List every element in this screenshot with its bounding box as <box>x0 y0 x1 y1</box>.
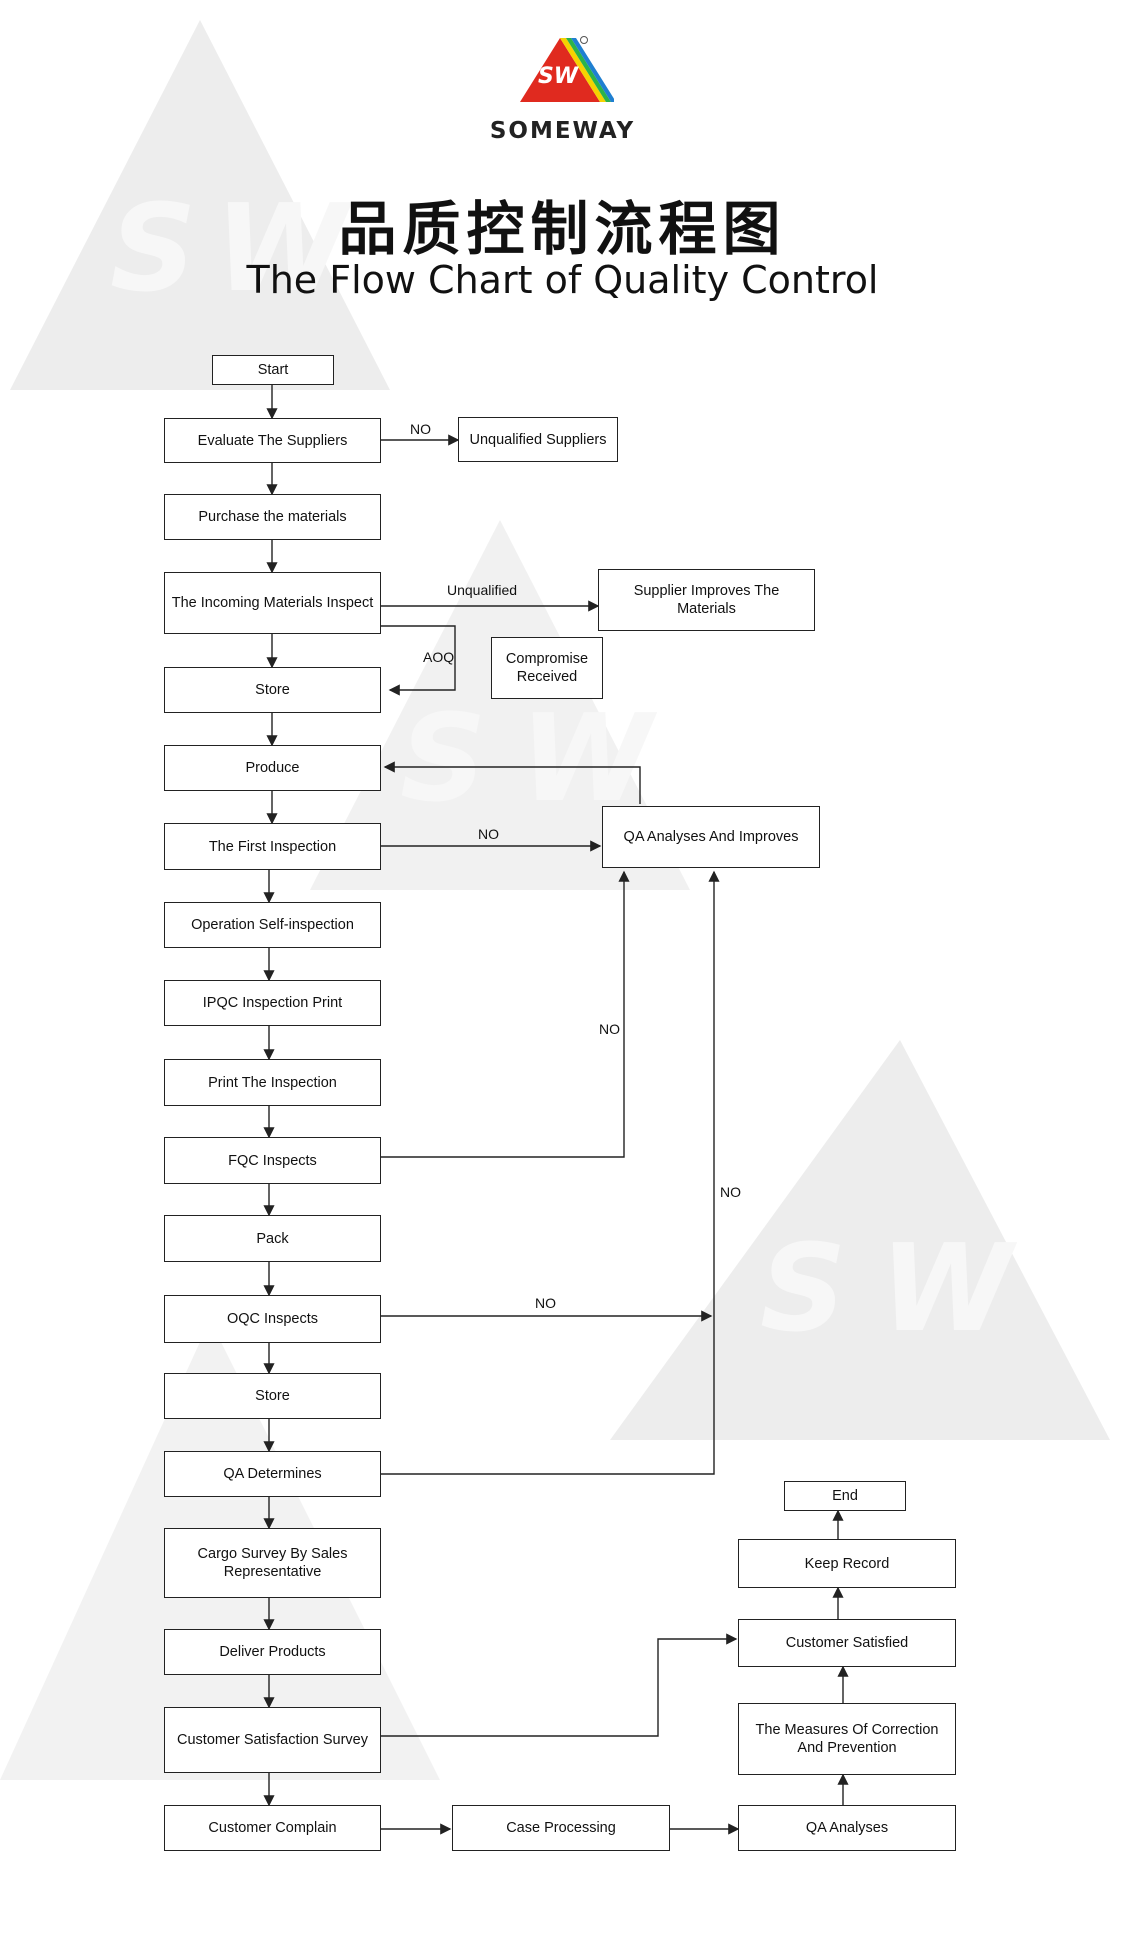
node-store-2: Store <box>164 1373 381 1419</box>
svg-text:S: S <box>110 180 196 319</box>
node-first-inspection: The First Inspection <box>164 823 381 870</box>
node-case-processing: Case Processing <box>452 1805 670 1851</box>
node-keep-record: Keep Record <box>738 1539 956 1588</box>
label-no-fqc: NO <box>599 1021 620 1037</box>
node-qa-analyses-improves: QA Analyses And Improves <box>602 806 820 868</box>
node-customer-complain: Customer Complain <box>164 1805 381 1851</box>
node-operation-self-inspection: Operation Self-inspection <box>164 902 381 948</box>
node-purchase-materials: Purchase the materials <box>164 494 381 540</box>
label-unqualified: Unqualified <box>447 582 518 598</box>
brand-name: SOMEWAY <box>489 118 636 144</box>
arrow-qa-determines-qa <box>381 870 720 1475</box>
label-no-oqc: NO <box>535 1295 556 1311</box>
node-store-1: Store <box>164 667 381 713</box>
arrow-survey-satisfied <box>381 1633 738 1737</box>
node-evaluate-suppliers: Evaluate The Suppliers <box>164 418 381 463</box>
node-unqualified-suppliers: Unqualified Suppliers <box>458 417 618 462</box>
logo-text: SW <box>537 64 579 89</box>
node-incoming-inspect: The Incoming Materials Inspect <box>164 572 381 634</box>
arrow-fqc-qa <box>381 870 630 1158</box>
svg-text:S: S <box>400 690 486 829</box>
svg-text:S: S <box>760 1220 846 1359</box>
label-no-qa-determines: NO <box>720 1184 741 1200</box>
arrow-aoq-store <box>381 625 456 696</box>
title-english: The Flow Chart of Quality Control <box>246 258 879 302</box>
svg-text:W: W <box>215 180 353 319</box>
node-pack: Pack <box>164 1215 381 1262</box>
svg-text:W: W <box>880 1220 1018 1359</box>
node-oqc: OQC Inspects <box>164 1295 381 1343</box>
title-chinese: 品质控制流程图 <box>338 195 787 263</box>
node-qa-analyses: QA Analyses <box>738 1805 956 1851</box>
arrow-qa-produce <box>383 761 641 804</box>
node-customer-satisfied: Customer Satisfied <box>738 1619 956 1667</box>
node-supplier-improves: Supplier Improves The Materials <box>598 569 815 631</box>
node-start: Start <box>212 355 334 385</box>
svg-text:W: W <box>520 690 658 829</box>
someway-logo <box>520 36 614 102</box>
node-produce: Produce <box>164 745 381 791</box>
node-print-inspection: Print The Inspection <box>164 1059 381 1106</box>
node-ipqc: IPQC Inspection Print <box>164 980 381 1026</box>
label-no-first: NO <box>478 826 499 842</box>
node-cargo-survey: Cargo Survey By Sales Representative <box>164 1528 381 1598</box>
node-fqc: FQC Inspects <box>164 1137 381 1184</box>
node-qa-determines: QA Determines <box>164 1451 381 1497</box>
node-compromise-received: Compromise Received <box>491 637 603 699</box>
node-end: End <box>784 1481 906 1511</box>
node-deliver-products: Deliver Products <box>164 1629 381 1675</box>
label-no-suppliers: NO <box>410 421 431 437</box>
node-measures: The Measures Of Correction And Preventio… <box>738 1703 956 1775</box>
node-satisfaction-survey: Customer Satisfaction Survey <box>164 1707 381 1773</box>
label-aoq: AOQ <box>423 649 455 665</box>
